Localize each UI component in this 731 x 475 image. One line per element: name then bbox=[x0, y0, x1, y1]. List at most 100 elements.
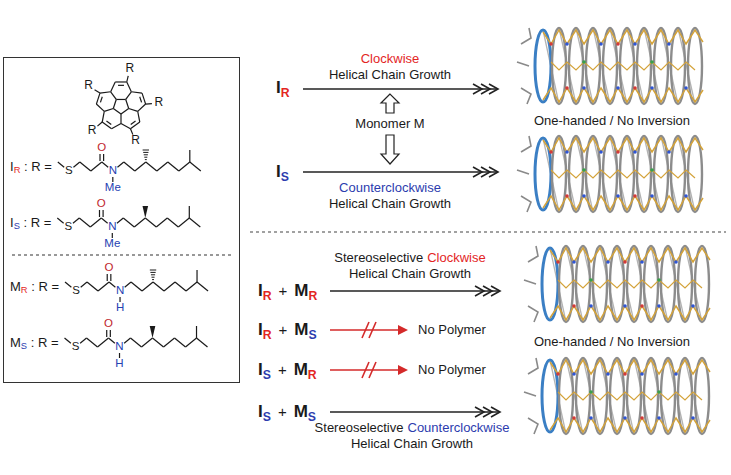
bond-line bbox=[102, 210, 103, 217]
bond-line bbox=[121, 124, 130, 129]
bond-line bbox=[100, 97, 102, 103]
bond-line bbox=[113, 108, 121, 114]
subscript: S bbox=[263, 410, 271, 424]
label-row: IS+MR bbox=[258, 360, 317, 380]
bond-line bbox=[124, 338, 130, 343]
bond-line bbox=[179, 162, 190, 171]
bond-line bbox=[126, 92, 132, 100]
arrow-heads bbox=[473, 84, 498, 94]
bond-line bbox=[98, 282, 109, 291]
label-row: Helical Chain Growth bbox=[329, 197, 451, 212]
compound-label: MS bbox=[294, 402, 316, 422]
compound-label: IS bbox=[276, 162, 289, 182]
bond-line bbox=[196, 326, 197, 338]
text-part: : R = bbox=[27, 335, 58, 350]
subscript: S bbox=[309, 328, 317, 342]
label-row: IS + MS bbox=[258, 402, 316, 422]
scheme-text: Stereoselective bbox=[315, 421, 404, 436]
label-row: One-handed / No Inversion bbox=[534, 114, 690, 129]
bond-line bbox=[123, 218, 134, 227]
compound-label: MR bbox=[294, 281, 317, 301]
bond-line bbox=[107, 274, 108, 281]
bond-line bbox=[164, 338, 175, 347]
arrow-head bbox=[398, 365, 408, 375]
bond-line bbox=[109, 282, 115, 287]
label-row: IR+MR bbox=[258, 281, 317, 301]
compound-label: IR bbox=[276, 78, 290, 98]
bond-line bbox=[115, 81, 127, 82]
atom-label: H bbox=[115, 357, 123, 370]
substituent-label: R bbox=[131, 134, 140, 148]
bond-line bbox=[106, 121, 111, 124]
subscript: R bbox=[281, 86, 290, 100]
label-row: One-handed / No Inversion bbox=[534, 335, 690, 350]
bond-line bbox=[100, 92, 111, 93]
hashed-bond bbox=[143, 152, 148, 153]
bond-line bbox=[118, 85, 124, 86]
subscript: S bbox=[21, 341, 27, 351]
subscript: R bbox=[309, 289, 318, 303]
plus-sign: + bbox=[278, 361, 287, 378]
hollow-arrow-up bbox=[381, 94, 399, 113]
scheme-text: Clockwise bbox=[361, 52, 420, 67]
blocked-mark bbox=[362, 322, 376, 338]
bond-line bbox=[186, 338, 197, 347]
bond-line bbox=[190, 162, 201, 171]
label-row: Helical Chain Growth bbox=[351, 437, 473, 452]
bond-line bbox=[109, 338, 115, 343]
bond-line bbox=[99, 210, 100, 217]
text-part: M bbox=[294, 360, 308, 379]
text-part: M bbox=[10, 335, 21, 350]
compound-label: MS bbox=[294, 320, 316, 340]
bond-line bbox=[153, 338, 164, 347]
bond-line bbox=[96, 93, 100, 104]
bond-line bbox=[110, 330, 111, 337]
arrow-head bbox=[398, 325, 408, 335]
bond-line bbox=[121, 108, 129, 114]
label-row: StereoselectiveCounterclockwise bbox=[315, 421, 510, 436]
bond-line bbox=[112, 233, 113, 238]
bond-line bbox=[119, 353, 120, 358]
bond-line bbox=[87, 338, 98, 347]
label-row: Clockwise bbox=[361, 52, 420, 67]
bond-line bbox=[145, 218, 156, 227]
scheme-text: One-handed / No Inversion bbox=[534, 114, 690, 129]
scheme-text: Counterclockwise bbox=[339, 181, 441, 196]
helix-image bbox=[524, 246, 710, 322]
bond-line bbox=[117, 218, 123, 223]
bond-line bbox=[65, 282, 71, 287]
bond-line bbox=[80, 338, 86, 343]
panel-divider bbox=[12, 254, 232, 255]
text-part: I bbox=[258, 320, 263, 339]
growth-arrow bbox=[330, 411, 499, 413]
text-part: I bbox=[10, 159, 14, 174]
bond-line bbox=[156, 218, 167, 227]
label-row: Helical Chain Growth bbox=[349, 267, 471, 282]
bond-line bbox=[189, 206, 190, 218]
bond-line bbox=[124, 162, 135, 171]
bond-line bbox=[119, 297, 120, 302]
structure-heading: IS : R = bbox=[10, 216, 51, 231]
bond-line bbox=[127, 76, 128, 82]
atom-label: S bbox=[72, 284, 80, 297]
substituent-label: R bbox=[84, 79, 93, 93]
wedge-bond bbox=[150, 326, 156, 338]
bond-line bbox=[112, 124, 121, 129]
label-row: Helical Chain Growth bbox=[329, 68, 451, 83]
bond-line bbox=[101, 218, 107, 223]
hashed-bond bbox=[150, 272, 155, 273]
plus-sign: + bbox=[278, 403, 287, 420]
bond-line bbox=[134, 218, 145, 227]
subscript: R bbox=[308, 368, 317, 382]
helix-image bbox=[524, 358, 710, 434]
bond-line bbox=[140, 97, 142, 103]
text-part: M bbox=[294, 320, 308, 339]
bond-line bbox=[117, 162, 123, 167]
text-part: I bbox=[258, 402, 263, 421]
bond-line bbox=[146, 103, 152, 105]
hashed-bond bbox=[143, 150, 149, 151]
hashed-bond bbox=[144, 157, 147, 158]
bond-line bbox=[157, 162, 168, 171]
bond-line bbox=[102, 111, 104, 122]
